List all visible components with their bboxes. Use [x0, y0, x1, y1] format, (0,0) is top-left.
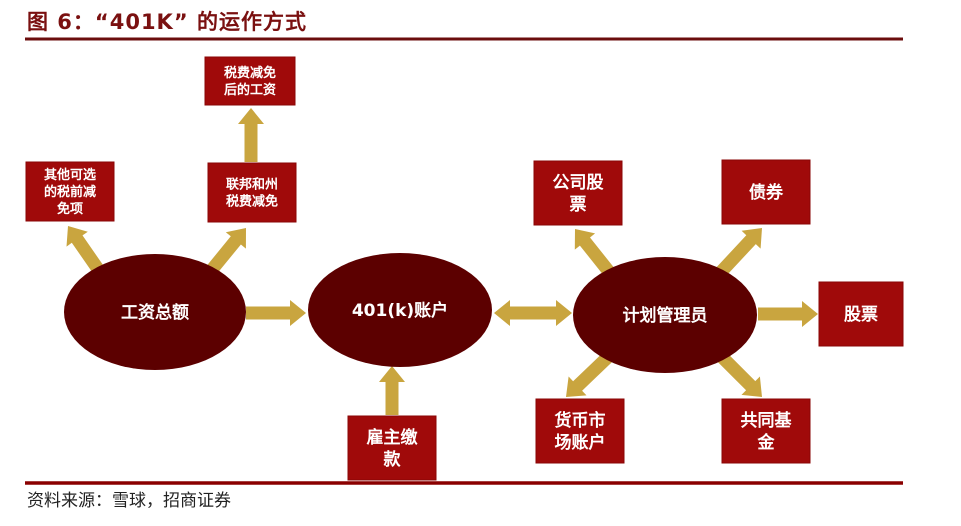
node-salary-after-tax-label: 税费减免 — [224, 65, 276, 81]
arrow-manager-to-company-stock — [574, 229, 616, 277]
node-company-stock-box — [533, 160, 623, 226]
arrow-employer-to-401k — [379, 366, 405, 415]
node-mutual-funds-box — [721, 398, 811, 464]
node-account-401k: 401(k)账户 — [308, 253, 492, 367]
arrow-manager-to-bonds — [715, 228, 762, 278]
node-money-market-label: 场账户 — [555, 432, 606, 453]
node-employer-contribution-label: 雇主缴 — [367, 427, 419, 448]
node-plan-manager-ellipse — [573, 257, 757, 373]
node-plan-manager-label: 计划管理员 — [623, 305, 708, 326]
node-bonds-box — [721, 159, 811, 225]
arrow-salary-to-federal-tax — [205, 228, 246, 277]
node-other-tax-deductions-label: 的税前减 — [44, 184, 96, 200]
arrow-401k-plan-manager — [494, 300, 572, 326]
node-gross-salary-ellipse — [64, 254, 246, 370]
arrow-salary-to-other-deductions — [66, 226, 106, 276]
node-employer-contribution-box — [347, 415, 437, 481]
source-note: 资料来源：雪球，招商证券 — [27, 491, 231, 511]
node-plan-manager: 计划管理员 — [573, 257, 757, 373]
node-gross-salary-label: 工资总额 — [121, 302, 189, 323]
node-federal-state-tax-label: 联邦和州 — [226, 177, 278, 193]
arrow-manager-to-stocks — [758, 301, 818, 327]
node-bonds: 债券 — [721, 159, 811, 225]
node-gross-salary: 工资总额 — [64, 254, 246, 370]
node-other-tax-deductions-box — [25, 161, 115, 222]
node-salary-after-tax-box — [204, 56, 296, 106]
node-money-market-box — [535, 398, 625, 464]
node-federal-state-tax-label: 税费减免 — [226, 193, 278, 209]
node-account-401k-label: 401(k)账户 — [352, 300, 448, 321]
node-company-stock-label: 票 — [570, 195, 587, 215]
node-bonds-label: 债券 — [749, 182, 784, 203]
node-mutual-funds-label: 金 — [757, 432, 776, 453]
node-stocks-label: 股票 — [844, 305, 878, 325]
node-company-stock-label: 公司股 — [553, 173, 604, 193]
arrow-salary-to-401k — [246, 300, 306, 326]
arrows-layer — [66, 108, 818, 415]
arrow-manager-to-mutual-funds — [715, 350, 762, 397]
node-employer-contribution-label: 款 — [384, 449, 402, 470]
node-money-market-label: 货币市 — [555, 410, 606, 431]
node-other-tax-deductions-label: 免项 — [57, 201, 83, 217]
node-account-401k-ellipse — [308, 253, 492, 367]
node-federal-state-tax-box — [207, 162, 297, 223]
figure-title: 图 6：“401K” 的运作方式 — [27, 10, 307, 34]
node-mutual-funds-label: 共同基 — [741, 410, 793, 431]
node-stocks: 股票 — [818, 281, 904, 347]
node-salary-after-tax-label: 后的工资 — [224, 82, 276, 98]
node-stocks-box — [818, 281, 904, 347]
arrow-manager-to-money-market — [566, 350, 615, 397]
node-other-tax-deductions-label: 其他可选 — [44, 167, 96, 183]
arrow-federal-tax-to-after-tax-salary — [238, 108, 264, 162]
